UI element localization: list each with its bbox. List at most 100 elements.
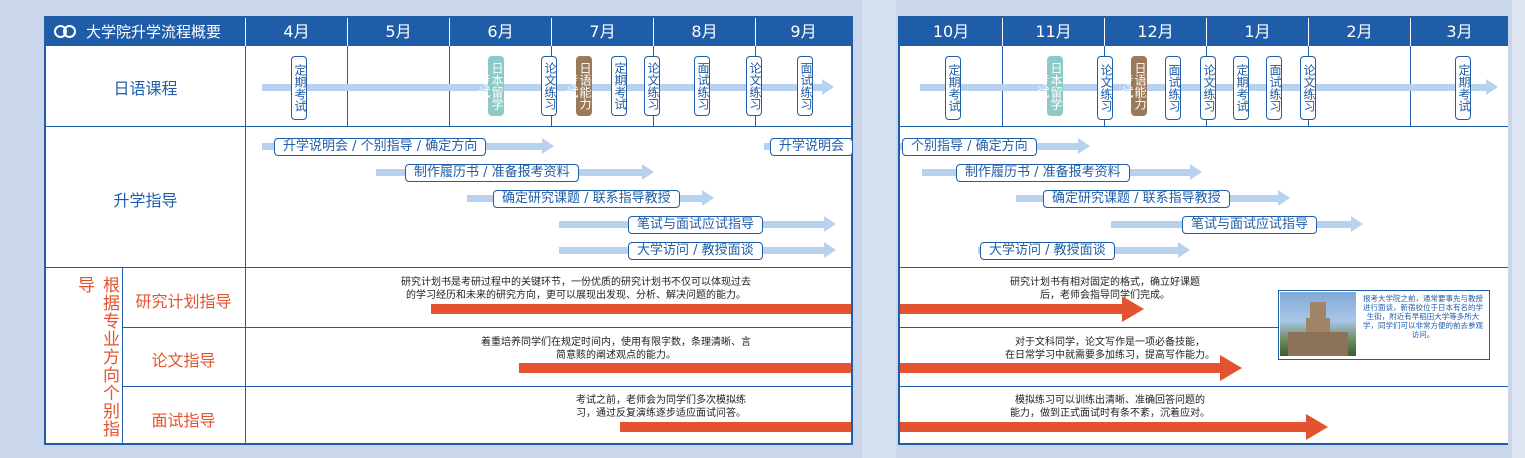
tag-interview-practice: 面试练习 <box>1165 56 1181 120</box>
band-arrow <box>822 79 834 95</box>
month-2: 2月 <box>1308 18 1410 46</box>
tag-essay: 论文练习 <box>1300 56 1316 120</box>
header-bar-left: 大学院升学流程概要 4月 5月 6月 7月 8月 9月 <box>46 18 851 46</box>
grid-hline <box>122 327 851 328</box>
left-panel: 大学院升学流程概要 4月 5月 6月 7月 8月 9月 日语课程 升学指导 根据… <box>44 16 854 445</box>
tag-eju: 日本留学考试 <box>1036 56 1063 116</box>
pill-guidance-5: 大学访问 / 教授面谈 <box>628 242 763 260</box>
pill-guidance-4: 笔试与面试应试指导 <box>1182 216 1318 234</box>
grid-hline <box>122 386 851 387</box>
desc-line: 考试之前，老师会为同学们多次模拟练 <box>576 395 746 406</box>
tag-exam: 定期考试 <box>291 56 307 120</box>
desc-interview: 模拟练习可以训练出清晰、准确回答问题的 能力，做到正式面试时有条不紊，沉着应对。 <box>960 394 1260 420</box>
grid-vline <box>245 46 246 443</box>
pill-guidance-6: 升学说明会 <box>770 138 854 156</box>
pill-guidance-2: 制作履历书 / 准备报考资料 <box>405 164 579 182</box>
red-arrow-tip <box>1220 355 1242 381</box>
row-label-research: 研究计划指导 <box>135 292 232 311</box>
tag-exam: 定期考试 <box>1233 56 1249 120</box>
right-panel: 10月 11月 12月 1月 2月 3月 定期考试 日本留学考试 论文练习 日语… <box>898 16 1508 445</box>
pill-guidance-5: 大学访问 / 教授面谈 <box>980 242 1115 260</box>
pill-guidance-1: 升学说明会 / 个别指导 / 确定方向 <box>274 138 487 156</box>
desc-research: 研究计划书有相对固定的格式，确立好课题 后，老师会指导同学们完成。 <box>960 276 1250 302</box>
month-7: 7月 <box>551 18 653 46</box>
band-arrow <box>642 164 654 180</box>
tag-essay: 论文练习 <box>541 56 557 116</box>
grid-hline <box>900 386 1508 387</box>
month-1: 1月 <box>1206 18 1308 46</box>
band-arrow <box>542 138 554 154</box>
tag-exam: 定期考试 <box>1455 56 1471 120</box>
desc-line: 简意赅的阐述观点的能力。 <box>556 350 676 361</box>
tag-interview-practice: 面试练习 <box>797 56 813 116</box>
side-strip <box>1512 0 1525 458</box>
red-arrow-tip <box>1306 414 1328 440</box>
red-bar-thesis <box>900 363 1220 373</box>
desc-thesis: 着重培养同学们在规定时间内，使用有限字数，条理清晰、言 简意赅的阐述观点的能力。 <box>426 336 806 362</box>
tag-jlpt: 日语能力考试 <box>1120 56 1147 116</box>
page-title: 大学院升学流程概要 <box>86 23 222 41</box>
pill-guidance-4: 笔试与面试应试指导 <box>628 216 764 234</box>
grid-hline <box>900 267 1508 268</box>
desc-interview: 考试之前，老师会为同学们多次模拟练 习，通过反复演练逐步适应面试问答。 <box>536 394 786 420</box>
desc-line: 研究计划书是考研过程中的关键环节，一份优质的研究计划书不仅可以体现过去 <box>401 277 751 288</box>
tag-essay: 论文练习 <box>746 56 762 116</box>
tag-interview-practice: 面试练习 <box>694 56 710 116</box>
desc-line: 习，通过反复演练逐步适应面试问答。 <box>576 408 746 419</box>
page-gap <box>862 0 896 458</box>
tag-exam: 定期考试 <box>611 56 627 116</box>
month-10: 10月 <box>932 22 970 41</box>
month-6: 6月 <box>449 18 551 46</box>
photo-card-text: 报考大学院之前，通常要事先与教授进行面谈，新宿校位于日本有名的学生街，附近有早稻… <box>1363 294 1483 339</box>
desc-line: 研究计划书有相对固定的格式，确立好课题 <box>1010 277 1200 288</box>
pill-guidance-1: 个别指导 / 确定方向 <box>902 138 1037 156</box>
band-arrow <box>702 190 714 206</box>
red-bar-research <box>431 304 851 314</box>
grid-hline <box>46 126 851 127</box>
desc-line: 对于文科同学，论文写作是一项必备技能， <box>1015 337 1205 348</box>
desc-line: 的学习经历和未来的研究方向，更可以展现出发现、分析、解决问题的能力。 <box>406 290 746 301</box>
row-label-japanese: 日语课程 <box>113 79 178 98</box>
tag-interview-practice: 面试练习 <box>1266 56 1282 120</box>
tag-jlpt: 日语能力考试 <box>565 56 592 116</box>
title-cell: 大学院升学流程概要 <box>46 18 245 46</box>
header-bar-right: 10月 11月 12月 1月 2月 3月 <box>900 18 1508 46</box>
band-arrow <box>1486 79 1498 95</box>
desc-research: 研究计划书是考研过程中的关键环节，一份优质的研究计划书不仅可以体现过去 的学习经… <box>336 276 816 302</box>
tag-eju: 日本留学考试 <box>477 56 504 116</box>
grid-vline <box>122 267 123 443</box>
band-arrow <box>1178 242 1190 258</box>
red-bar-thesis <box>519 363 851 373</box>
red-bar-interview <box>900 422 1306 432</box>
month-4: 4月 <box>245 18 347 46</box>
band-arrow <box>824 242 836 258</box>
pill-guidance-3: 确定研究课题 / 联系指导教授 <box>1043 190 1230 208</box>
tag-essay: 论文练习 <box>1097 56 1113 120</box>
pill-guidance-3: 确定研究课题 / 联系指导教授 <box>493 190 680 208</box>
logo-icon <box>54 24 80 40</box>
month-12: 12月 <box>1104 18 1206 46</box>
tag-essay: 论文练习 <box>1200 56 1216 120</box>
red-bar-interview <box>620 422 851 432</box>
campus-photo <box>1280 292 1356 356</box>
band-arrow <box>1351 216 1363 232</box>
row-label-guidance: 升学指导 <box>113 191 178 210</box>
side-vertical-label: 根据专业方向个别指导 <box>74 276 119 438</box>
desc-line: 在日常学习中就需要多加练习，提高写作能力。 <box>1005 350 1215 361</box>
band-arrow <box>1278 190 1290 206</box>
desc-line: 着重培养同学们在规定时间内，使用有限字数，条理清晰、言 <box>481 337 751 348</box>
desc-line: 模拟练习可以训练出清晰、准确回答问题的 <box>1015 395 1205 406</box>
desc-thesis: 对于文科同学，论文写作是一项必备技能， 在日常学习中就需要多加练习，提高写作能力… <box>960 336 1260 362</box>
tag-exam: 定期考试 <box>945 56 961 120</box>
month-3: 3月 <box>1410 18 1508 46</box>
desc-line: 能力，做到正式面试时有条不紊，沉着应对。 <box>1010 408 1210 419</box>
band-arrow <box>1190 164 1202 180</box>
month-11: 11月 <box>1002 18 1104 46</box>
band-arrow <box>824 216 836 232</box>
building-shape <box>1288 332 1348 356</box>
red-arrow-tip <box>1122 296 1144 322</box>
month-5: 5月 <box>347 18 449 46</box>
month-9: 9月 <box>755 18 851 46</box>
row-label-thesis: 论文指导 <box>151 351 216 370</box>
grid-hline <box>900 327 1280 328</box>
